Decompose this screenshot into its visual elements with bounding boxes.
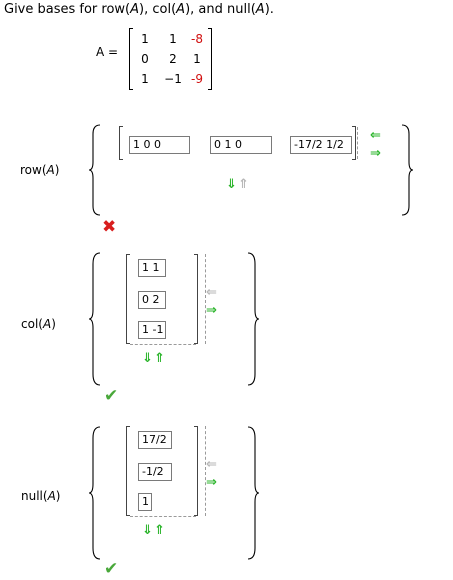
matrix-cell: 1	[193, 52, 201, 66]
null-space-label: null(A)	[21, 489, 61, 503]
add-null-row-icon[interactable]: ⇓	[142, 523, 153, 538]
col-vector-left-bracket	[126, 254, 130, 344]
col-basis-input-1[interactable]: 1 1	[138, 259, 166, 277]
null-vector-left-bracket	[126, 426, 130, 516]
matrix-cell: 1	[141, 72, 149, 86]
matrix-cell: 2	[169, 52, 177, 66]
x-mark-icon: ✖	[102, 217, 117, 237]
row-space-label: row(A)	[20, 163, 60, 177]
remove-null-vector-icon[interactable]: ⇐	[206, 457, 217, 472]
null-basis-input-3[interactable]: 1	[138, 493, 152, 511]
row-vector-left-bracket	[119, 126, 123, 160]
remove-col-row-icon[interactable]: ⇑	[154, 351, 165, 366]
matrix-label: A =	[96, 45, 119, 59]
col-basis-input-2[interactable]: 0 2	[138, 291, 166, 309]
row-basis-input-1[interactable]: 1 0 0	[129, 136, 190, 154]
add-null-vector-icon[interactable]: ⇒	[206, 475, 217, 490]
remove-row-vector-icon[interactable]: ⇐	[370, 128, 381, 143]
remove-row-icon[interactable]: ⇑	[238, 177, 249, 192]
col-vector-dashed-bottom	[130, 344, 196, 345]
col-basis-input-3[interactable]: 1 -1	[138, 321, 166, 339]
null-basis-input-2[interactable]: -1/2	[138, 463, 172, 481]
remove-null-row-icon[interactable]: ⇑	[154, 523, 165, 538]
row-vector-right-bracket	[352, 126, 356, 160]
column-space-label: col(A)	[21, 317, 56, 331]
matrix-a: 1 1 -8 0 2 1 1 −1 -9	[129, 28, 212, 90]
matrix-cell: −1	[164, 72, 182, 86]
row-vector-dashed-edge	[357, 127, 358, 159]
col-vector-dashed-edge	[205, 254, 206, 344]
null-right-brace	[247, 426, 260, 560]
row-left-brace	[88, 124, 101, 216]
col-vector-right-bracket	[194, 254, 198, 344]
null-basis-input-1[interactable]: 17/2	[138, 431, 172, 449]
add-column-vector-icon[interactable]: ⇒	[206, 303, 217, 318]
check-mark-icon: ✔	[104, 386, 119, 406]
remove-column-vector-icon[interactable]: ⇐	[206, 285, 217, 300]
matrix-right-bracket	[208, 28, 212, 90]
row-right-brace	[401, 124, 414, 216]
null-vector-dashed-edge	[205, 426, 206, 516]
add-row-vector-icon[interactable]: ⇒	[370, 146, 381, 161]
add-row-icon[interactable]: ⇓	[226, 177, 237, 192]
matrix-cell: -9	[191, 72, 203, 86]
row-basis-input-3[interactable]: -17/2 1/2	[290, 136, 352, 154]
null-vector-dashed-bottom	[130, 516, 196, 517]
matrix-cell: 1	[169, 32, 177, 46]
check-mark-icon: ✔	[104, 559, 119, 579]
col-right-brace	[247, 252, 260, 386]
col-left-brace	[88, 252, 101, 386]
null-left-brace	[88, 426, 101, 560]
add-col-row-icon[interactable]: ⇓	[142, 351, 153, 366]
matrix-cell: -8	[191, 32, 203, 46]
row-basis-input-2[interactable]: 0 1 0	[210, 136, 272, 154]
null-vector-right-bracket	[194, 426, 198, 516]
matrix-cell: 1	[141, 32, 149, 46]
matrix-left-bracket	[129, 28, 133, 90]
matrix-cell: 0	[141, 52, 149, 66]
question-text: Give bases for row(A), col(A), and null(…	[4, 2, 274, 17]
